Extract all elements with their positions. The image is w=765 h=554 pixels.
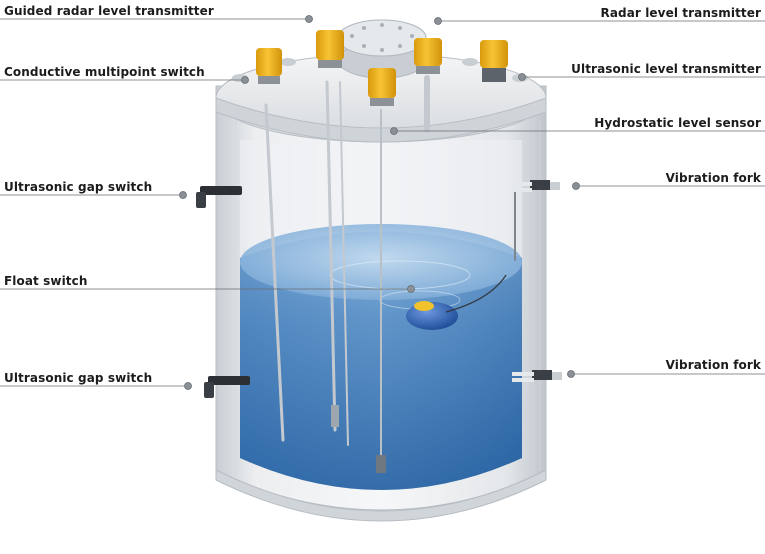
probe-rods <box>264 75 516 473</box>
label-ultrasonic-gap-switch-bottom: Ultrasonic gap switch <box>4 371 153 385</box>
label-vibration-fork-bottom: Vibration fork <box>665 358 761 372</box>
label-hydrostatic-level-sensor: Hydrostatic level sensor <box>594 116 761 130</box>
vibration-fork-bottom <box>512 370 562 382</box>
ultrasonic-gap-switch-top <box>196 186 242 208</box>
label-float-switch: Float switch <box>4 274 88 288</box>
sensor-heads <box>256 30 508 106</box>
vibration-fork-top <box>512 180 560 192</box>
label-ultrasonic-level-transmitter: Ultrasonic level transmitter <box>571 62 761 76</box>
label-ultrasonic-gap-switch-top: Ultrasonic gap switch <box>4 180 153 194</box>
label-radar-level-transmitter: Radar level transmitter <box>600 6 761 20</box>
ultrasonic-gap-switch-bottom <box>204 376 250 398</box>
float-ball <box>406 274 507 330</box>
label-conductive-multipoint-switch: Conductive multipoint switch <box>4 65 205 79</box>
leader-lines <box>0 15 765 390</box>
label-guided-radar-level-transmitter: Guided radar level transmitter <box>4 4 214 18</box>
label-vibration-fork-top: Vibration fork <box>665 171 761 185</box>
